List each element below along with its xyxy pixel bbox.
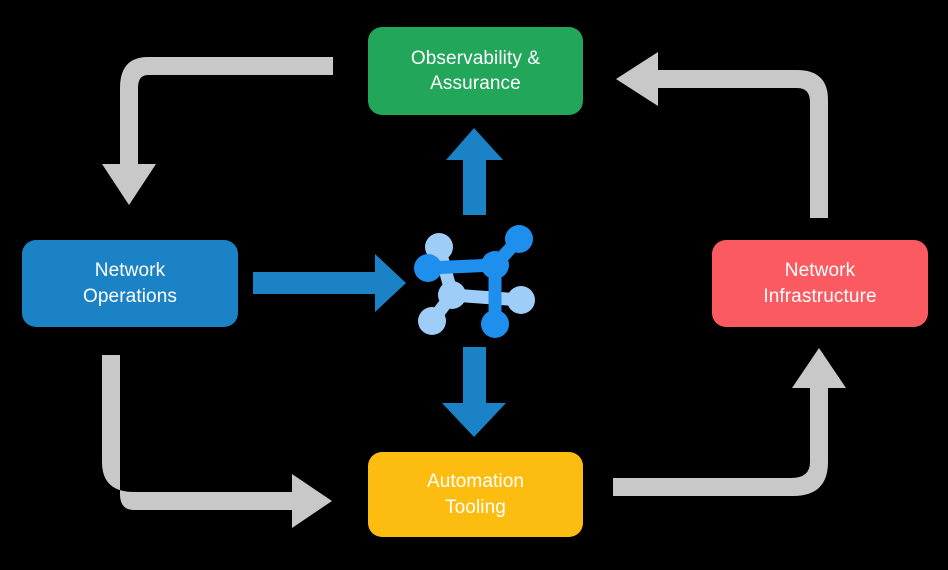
node-top-left <box>425 233 453 261</box>
node-hub-right <box>481 251 509 279</box>
box-observability-assurance[interactable]: Observability & Assurance <box>368 27 583 115</box>
node-hub-left <box>438 281 466 309</box>
node-left <box>414 254 442 282</box>
node-right <box>507 286 535 314</box>
arrow-infrastructure-to-observability <box>616 52 828 218</box>
arrow-center-to-automation <box>442 347 506 437</box>
node-top-right <box>505 225 533 253</box>
box-automation-tooling[interactable]: Automation Tooling <box>368 452 583 537</box>
node-bottom <box>481 310 509 338</box>
arrow-observability-to-operations <box>102 57 333 205</box>
box-network-operations[interactable]: Network Operations <box>22 240 238 327</box>
network-topology-icon <box>414 225 535 338</box>
arrow-operations-to-center <box>253 254 406 312</box>
box-network-infrastructure[interactable]: Network Infrastructure <box>712 240 928 327</box>
arrow-operations-to-automation <box>102 355 332 528</box>
node-bottom-left <box>418 307 446 335</box>
arrow-center-to-observability <box>446 128 503 215</box>
arrow-automation-to-infrastructure <box>613 348 846 496</box>
